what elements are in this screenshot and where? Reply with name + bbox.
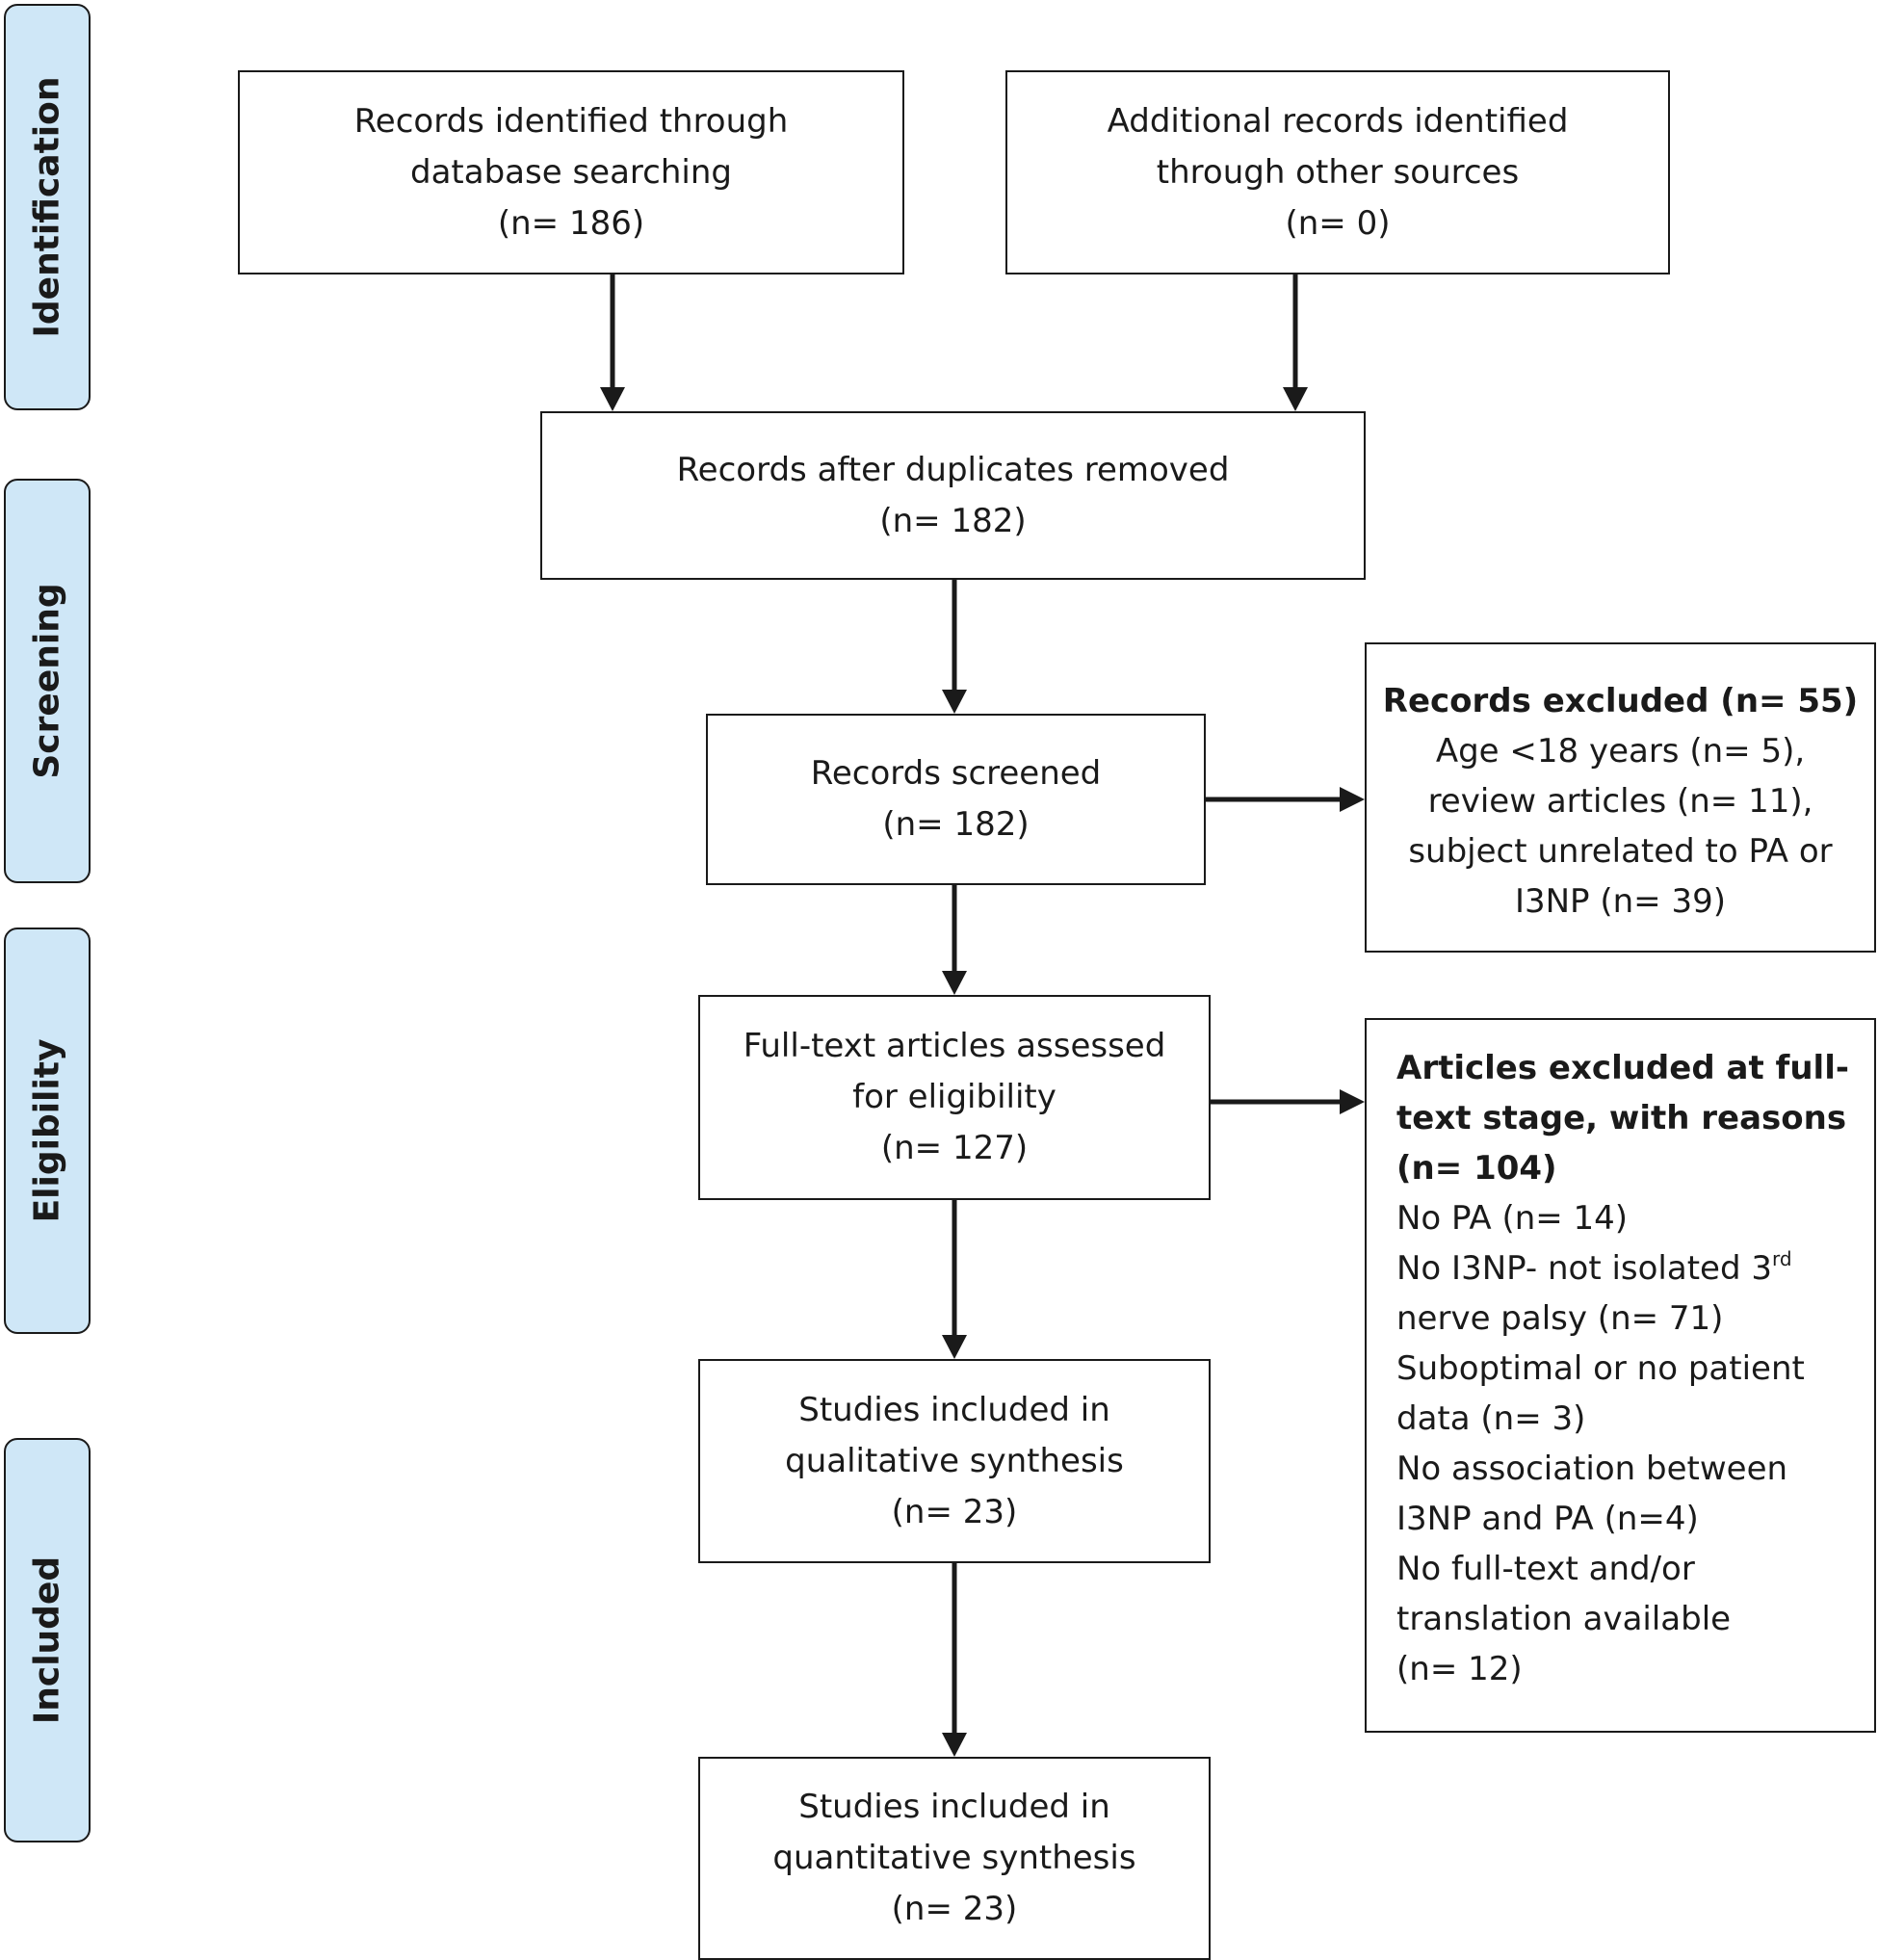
reason-no-i3np: No I3NP- not isolated 3rd — [1396, 1243, 1874, 1294]
stage-included: Included — [4, 1438, 91, 1842]
records-excluded-reason3: subject unrelated to PA or — [1408, 832, 1833, 871]
qualitative-count: (n= 23) — [891, 1492, 1018, 1531]
reason-suboptimal: Suboptimal or no patient — [1396, 1349, 1805, 1388]
reason-no-fulltext-count: (n= 12) — [1396, 1650, 1523, 1688]
records-excluded-title: Records excluded (n= 55) — [1382, 682, 1859, 720]
reason-no-i3np-text: No I3NP- not isolated 3 — [1396, 1249, 1772, 1288]
qualitative-line1: Studies included in — [798, 1390, 1110, 1429]
duplicates-removed-count: (n= 182) — [879, 501, 1027, 540]
fulltext-assessed-count: (n= 127) — [880, 1129, 1029, 1167]
db-search-line1: Records identified through — [353, 101, 789, 141]
quantitative-synthesis-box: Studies included in quantitative synthes… — [698, 1757, 1211, 1960]
duplicates-removed-line1: Records after duplicates removed — [676, 450, 1230, 489]
quantitative-count: (n= 23) — [891, 1890, 1018, 1928]
arrowhead-qualitative — [942, 1335, 967, 1359]
reason-suboptimal-cont: data (n= 3) — [1396, 1399, 1586, 1438]
db-search-line2: database searching — [410, 152, 732, 192]
records-excluded-reason2: review articles (n= 11), — [1427, 782, 1813, 821]
arrowhead-db — [600, 387, 625, 411]
reason-no-association: No association between — [1396, 1450, 1788, 1488]
qualitative-line2: qualitative synthesis — [785, 1441, 1124, 1480]
records-screened-line1: Records screened — [810, 754, 1102, 793]
reason-no-i3np-cont: nerve palsy (n= 71) — [1396, 1299, 1724, 1338]
articles-excluded-box: Articles excluded at full- text stage, w… — [1365, 1018, 1876, 1733]
stage-identification: Identification — [4, 4, 91, 410]
articles-excluded-title2: text stage, with reasons — [1396, 1099, 1847, 1137]
db-search-count: (n= 186) — [497, 203, 645, 243]
other-sources-box: Additional records identified through ot… — [1005, 70, 1670, 274]
qualitative-synthesis-box: Studies included in qualitative synthesi… — [698, 1359, 1211, 1563]
records-excluded-reason4: I3NP (n= 39) — [1514, 882, 1727, 921]
records-excluded-box: Records excluded (n= 55) Age <18 years (… — [1365, 642, 1876, 953]
reason-no-association-cont: I3NP and PA (n=4) — [1396, 1500, 1699, 1538]
other-sources-line2: through other sources — [1156, 152, 1520, 192]
fulltext-assessed-box: Full-text articles assessed for eligibil… — [698, 995, 1211, 1200]
other-sources-line1: Additional records identified — [1107, 101, 1569, 141]
reason-no-pa: No PA (n= 14) — [1396, 1199, 1629, 1238]
quantitative-line2: quantitative synthesis — [772, 1839, 1136, 1877]
reason-no-fulltext-cont: translation available — [1396, 1600, 1732, 1638]
arrowhead-other — [1283, 387, 1308, 411]
quantitative-line1: Studies included in — [798, 1788, 1110, 1826]
arrowhead-fulltext — [942, 971, 967, 995]
records-screened-count: (n= 182) — [882, 805, 1030, 844]
reason-no-i3np-superscript: rd — [1771, 1247, 1792, 1270]
articles-excluded-count: (n= 104) — [1396, 1149, 1557, 1188]
arrowhead-records-excluded — [1340, 787, 1365, 812]
arrowhead-screened — [942, 690, 967, 714]
duplicates-removed-box: Records after duplicates removed (n= 182… — [540, 411, 1366, 580]
reason-no-fulltext: No full-text and/or — [1396, 1550, 1695, 1588]
db-search-box: Records identified through database sear… — [238, 70, 904, 274]
arrowhead-quantitative — [942, 1733, 967, 1757]
fulltext-assessed-line1: Full-text articles assessed — [743, 1027, 1166, 1065]
records-excluded-reason1: Age <18 years (n= 5), — [1435, 732, 1806, 771]
stage-eligibility: Eligibility — [4, 928, 91, 1334]
records-screened-box: Records screened (n= 182) — [706, 714, 1206, 885]
stage-screening: Screening — [4, 479, 91, 883]
arrowhead-articles-excluded — [1340, 1089, 1365, 1114]
other-sources-count: (n= 0) — [1285, 203, 1391, 243]
articles-excluded-title1: Articles excluded at full- — [1396, 1049, 1849, 1087]
fulltext-assessed-line2: for eligibility — [852, 1078, 1056, 1116]
